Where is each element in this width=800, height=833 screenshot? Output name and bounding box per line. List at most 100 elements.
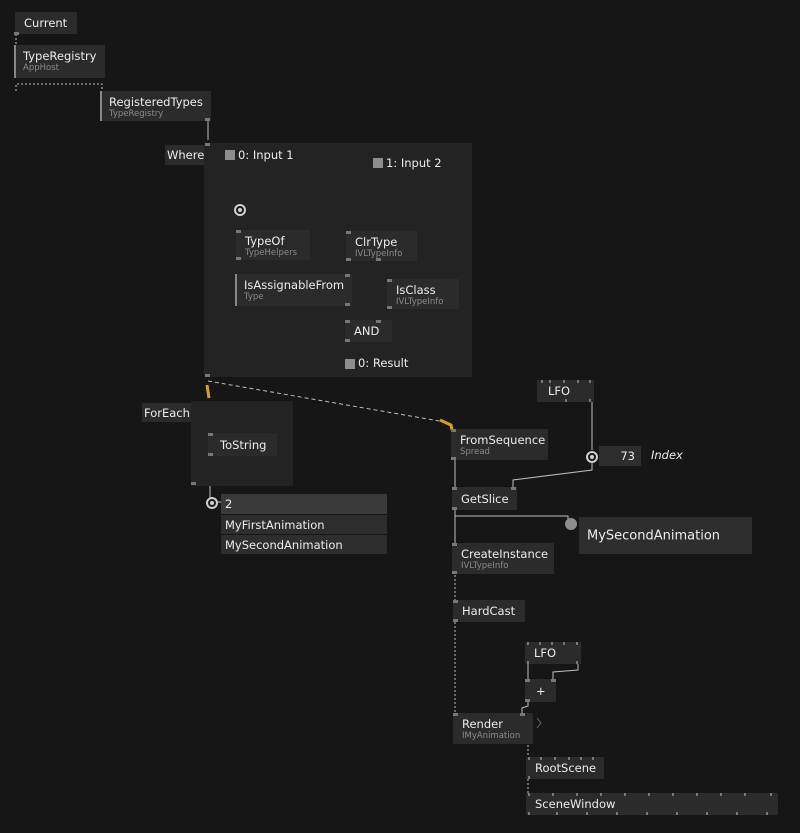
node-render[interactable]: Render IMyAnimation xyxy=(453,713,533,744)
input-pin[interactable] xyxy=(551,642,553,645)
where-region[interactable] xyxy=(204,143,472,377)
input2-pin[interactable] xyxy=(373,158,383,168)
input-pin[interactable] xyxy=(592,757,594,760)
node-typeof[interactable]: TypeOf TypeHelpers xyxy=(236,230,310,260)
input-pin[interactable] xyxy=(208,433,213,436)
output-pin[interactable] xyxy=(646,812,648,815)
input-pin[interactable] xyxy=(539,642,541,645)
link-spread-foreach[interactable] xyxy=(205,384,211,399)
input-pin[interactable] xyxy=(577,380,579,383)
node-isclass[interactable]: IsClass IVLTypeInfo xyxy=(387,279,459,309)
link-plus-render[interactable] xyxy=(521,702,529,713)
node-current[interactable]: Current xyxy=(15,12,77,34)
input-pin[interactable] xyxy=(770,793,772,796)
node-clrtype[interactable]: ClrType IVLTypeInfo xyxy=(346,231,417,261)
input-pin[interactable] xyxy=(551,679,556,682)
list-item[interactable]: MySecondAnimation xyxy=(221,535,387,554)
input-pin[interactable] xyxy=(451,429,456,432)
index-value-box[interactable]: 73 xyxy=(599,446,641,466)
input-pin[interactable] xyxy=(552,793,554,796)
output-pin[interactable] xyxy=(205,374,210,377)
input-pin[interactable] xyxy=(720,793,722,796)
output-pin[interactable] xyxy=(766,812,768,815)
input-pin[interactable] xyxy=(511,487,516,490)
output-pin[interactable] xyxy=(453,619,458,622)
output-pin[interactable] xyxy=(525,699,530,702)
output-pin[interactable] xyxy=(208,453,213,456)
input-pin[interactable] xyxy=(525,679,530,682)
output-pin[interactable] xyxy=(345,339,350,342)
input-pin[interactable] xyxy=(589,380,591,383)
input-pin[interactable] xyxy=(527,642,529,645)
node-hardcast[interactable]: HardCast xyxy=(453,600,525,622)
output-pin[interactable] xyxy=(528,812,530,815)
output-pin[interactable] xyxy=(236,257,241,260)
input-pin[interactable] xyxy=(580,757,582,760)
input-pin[interactable] xyxy=(568,757,570,760)
input-pin[interactable] xyxy=(528,793,530,796)
output-pin[interactable] xyxy=(191,482,196,485)
node-lfo[interactable]: LFO xyxy=(537,380,594,402)
input-pin[interactable] xyxy=(376,320,381,323)
node-tostring[interactable]: ToString xyxy=(208,433,277,456)
link-index-getslice[interactable] xyxy=(512,463,593,488)
output-pin[interactable] xyxy=(452,507,457,510)
link-typeregistry-registeredtypes[interactable] xyxy=(15,83,103,92)
input1-pin[interactable] xyxy=(225,150,235,160)
output-pin[interactable] xyxy=(451,457,456,460)
input-pin[interactable] xyxy=(672,793,674,796)
input-pin[interactable] xyxy=(452,487,457,490)
index-pin[interactable] xyxy=(586,451,598,463)
node-plus[interactable]: + xyxy=(525,679,556,702)
node-foreach[interactable]: ForEach xyxy=(142,403,192,422)
node-fromsequence[interactable]: FromSequence Spread xyxy=(451,429,548,460)
input-pin[interactable] xyxy=(549,380,551,383)
node-and[interactable]: AND xyxy=(345,320,392,342)
output-pin[interactable] xyxy=(576,661,578,664)
output-pin[interactable] xyxy=(706,812,708,815)
input-pin[interactable] xyxy=(453,713,458,716)
output-io-pin[interactable] xyxy=(565,518,577,530)
node-isassignablefrom[interactable]: IsAssignableFrom Type xyxy=(235,274,352,306)
list-output-pin[interactable] xyxy=(206,497,218,509)
input-pin[interactable] xyxy=(345,274,350,277)
input-pin[interactable] xyxy=(453,600,458,603)
input-pin[interactable] xyxy=(528,757,530,760)
output-pin[interactable] xyxy=(452,571,457,574)
input-pin[interactable] xyxy=(205,143,210,146)
input-pin[interactable] xyxy=(236,230,241,233)
output-pin[interactable] xyxy=(346,258,351,261)
output-pin[interactable] xyxy=(376,258,381,261)
node-registeredtypes[interactable]: RegisteredTypes TypeRegistry xyxy=(100,91,211,121)
node-createinstance[interactable]: CreateInstance IVLTypeInfo xyxy=(452,543,554,574)
result-pin[interactable] xyxy=(345,359,355,369)
output-pin[interactable] xyxy=(736,812,738,815)
input-pin[interactable] xyxy=(576,642,578,645)
output-pin[interactable] xyxy=(616,812,618,815)
output-pin[interactable] xyxy=(527,661,529,664)
list-count-box[interactable]: 2 xyxy=(221,494,387,514)
input-pin[interactable] xyxy=(540,757,542,760)
node-where[interactable]: Where xyxy=(165,145,205,165)
input-pin[interactable] xyxy=(541,380,543,383)
input-pin[interactable] xyxy=(600,793,602,796)
output-pin[interactable] xyxy=(528,776,530,779)
node-getslice[interactable]: GetSlice xyxy=(452,487,517,510)
output-pin[interactable] xyxy=(345,303,350,306)
link-spread-fromsequence[interactable] xyxy=(439,418,454,431)
input-pin[interactable] xyxy=(346,231,351,234)
input-pin[interactable] xyxy=(554,757,556,760)
output-pin[interactable] xyxy=(387,306,392,309)
typeof-input-pin[interactable] xyxy=(234,204,246,216)
input-pin[interactable] xyxy=(387,279,392,282)
node-lfo[interactable]: LFO xyxy=(525,642,581,664)
output-pin[interactable] xyxy=(205,118,210,121)
output-pin[interactable] xyxy=(589,399,591,402)
output-value-box[interactable]: MySecondAnimation xyxy=(579,517,752,554)
output-pin[interactable] xyxy=(14,32,19,35)
output-pin[interactable] xyxy=(586,812,588,815)
input-pin[interactable] xyxy=(648,793,650,796)
link-foreach-fromsequence[interactable] xyxy=(207,380,446,423)
input-pin[interactable] xyxy=(624,793,626,796)
input-pin[interactable] xyxy=(576,793,578,796)
